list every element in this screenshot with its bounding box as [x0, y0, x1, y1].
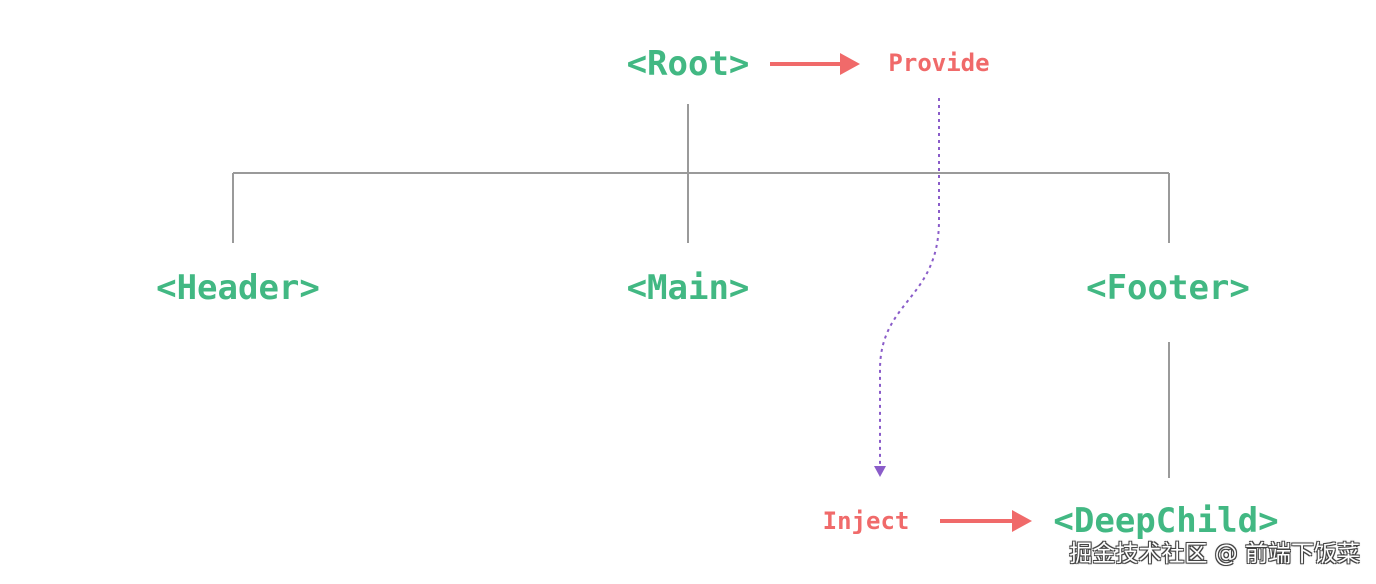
- watermark: 掘金技术社区 @ 前端下饭菜: [1069, 541, 1360, 567]
- node-header: <Header>: [156, 268, 320, 308]
- inject-arrow: [940, 510, 1032, 532]
- tree-lines: [232, 104, 1170, 478]
- node-deep-child: <DeepChild>: [1053, 501, 1279, 541]
- label-provide: Provide: [888, 49, 990, 77]
- node-footer: <Footer>: [1086, 268, 1250, 308]
- provide-arrow: [770, 53, 860, 75]
- node-main: <Main>: [626, 268, 750, 308]
- node-root: <Root>: [626, 44, 750, 84]
- inject-path: [874, 98, 940, 477]
- label-inject: Inject: [822, 507, 910, 535]
